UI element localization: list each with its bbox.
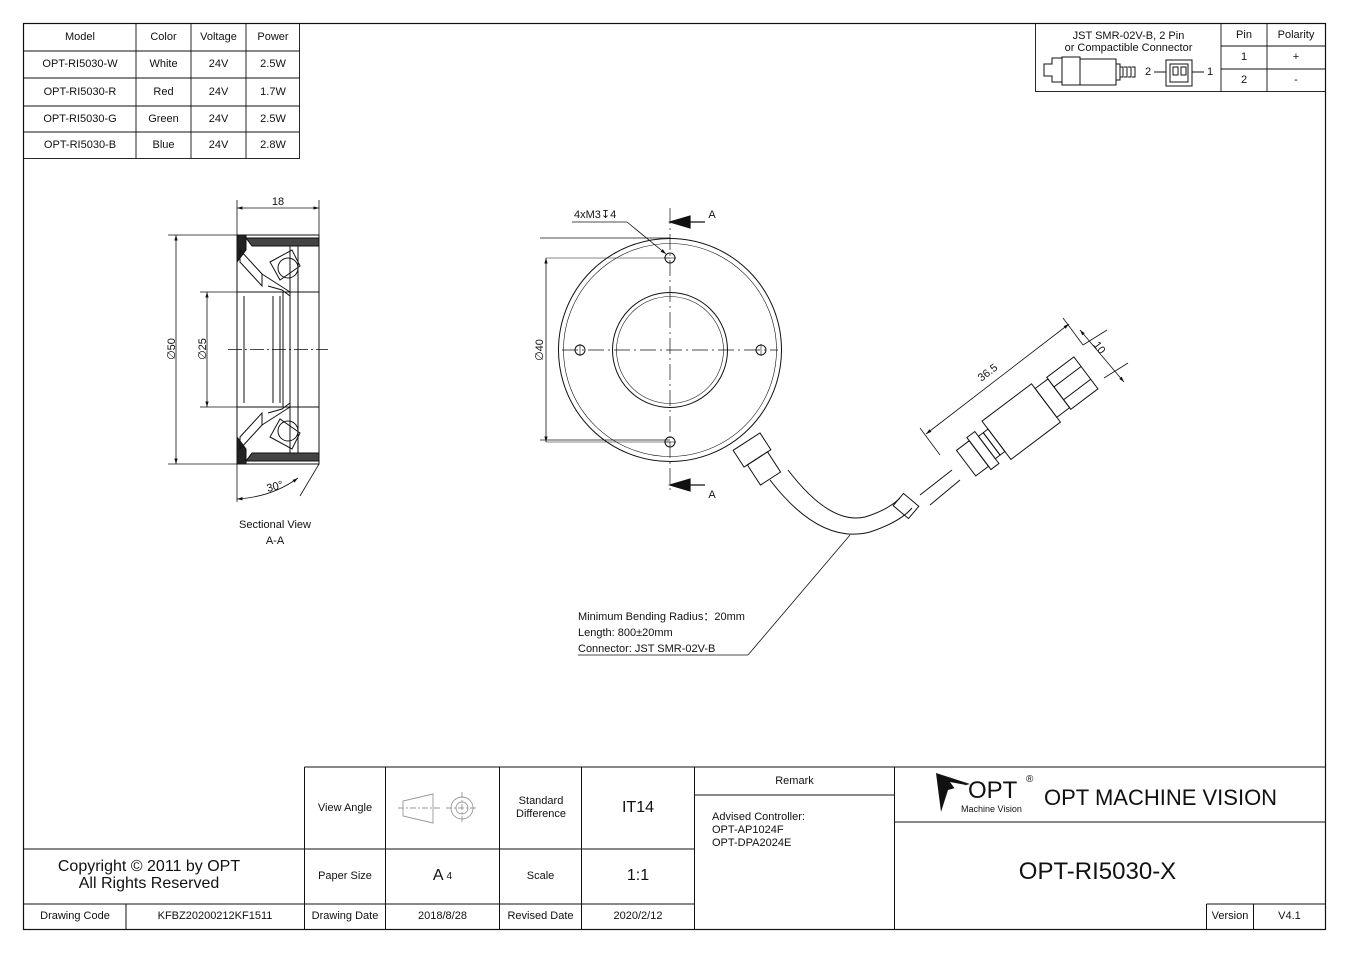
dim-inner-diameter: ∅25 — [196, 338, 209, 360]
cable-note-length: Length: 800±20mm — [578, 626, 673, 639]
spec-cell: 24V — [208, 112, 229, 125]
remark-line2: OPT-AP1024F — [712, 824, 784, 837]
paper-size-letter: A — [432, 867, 444, 885]
title-block-grid — [23, 766, 1326, 930]
revised-date-label: Revised Date — [507, 910, 574, 923]
spec-header-voltage: Voltage — [200, 31, 237, 44]
sectional-dimensions — [168, 200, 320, 502]
spec-cell: 24V — [208, 58, 229, 71]
opt-logo-icon — [936, 773, 970, 812]
drawing-date-label: Drawing Date — [311, 910, 379, 923]
spec-cell: Blue — [152, 138, 175, 151]
spec-cell: 1.7W — [260, 85, 286, 98]
logo-tagline: Machine Vision — [961, 803, 1022, 814]
spec-cell: OPT-RI5030-G — [43, 112, 117, 125]
paper-size-label: Paper Size — [318, 870, 372, 883]
drawing-code-label: Drawing Code — [40, 910, 110, 923]
remark-line1: Advised Controller: — [712, 811, 805, 824]
copyright-line2: All Rights Reserved — [78, 874, 220, 892]
dim-outer-diameter: ∅50 — [165, 338, 178, 360]
part-number: OPT-RI5030-X — [1018, 858, 1177, 886]
spec-header-color: Color — [150, 31, 177, 44]
spec-cell: Green — [148, 112, 179, 125]
projection-symbol-icon — [398, 792, 478, 824]
sheet-border — [22, 22, 1327, 931]
dim-diameter-40: ∅40 — [533, 339, 546, 361]
section-mark-bottom: A — [708, 488, 716, 501]
drawing-date-value: 2018/8/28 — [418, 910, 467, 923]
spec-cell: Red — [153, 85, 174, 98]
connector-cell: - — [1294, 73, 1298, 86]
spec-cell: 24V — [208, 138, 229, 151]
connector-cell: 1 — [1240, 51, 1248, 64]
remark-line3: OPT-DPA2024E — [712, 837, 792, 850]
connector-pin-label-1: 1 — [1206, 65, 1214, 78]
spec-cell: 2.5W — [260, 112, 286, 125]
section-caption-title: Sectional View — [239, 518, 311, 531]
logo-text: OPT — [968, 777, 1018, 805]
connector-header-polarity: Polarity — [1277, 28, 1315, 41]
connector-title-line1: JST SMR-02V-B, 2 Pin — [1072, 29, 1185, 42]
view-angle-label: View Angle — [317, 801, 373, 814]
spec-cell: OPT-RI5030-B — [43, 138, 117, 151]
revised-date-value: 2020/2/12 — [613, 910, 663, 923]
standard-difference-label: Standard Difference — [516, 795, 566, 820]
cable-note-leader — [578, 534, 851, 656]
scale-value: 1:1 — [626, 867, 650, 885]
cable-note-bending-radius: Minimum Bending Radius：20mm — [578, 610, 745, 623]
version-value: V4.1 — [1278, 910, 1301, 923]
spec-header-model: Model — [65, 31, 95, 44]
spec-cell: OPT-RI5030-R — [43, 85, 117, 98]
spec-cell: OPT-RI5030-W — [42, 58, 118, 71]
section-mark-top: A — [708, 208, 716, 221]
standard-difference-value: IT14 — [621, 798, 654, 816]
connector-cell: + — [1292, 51, 1300, 64]
paper-size-number: 4 — [446, 870, 453, 882]
spec-cell: 2.8W — [260, 138, 286, 151]
connector-dimensions — [919, 317, 1129, 456]
section-caption-label: A-A — [265, 534, 285, 547]
remark-label: Remark — [775, 774, 814, 787]
copyright-line1: Copyright © 2011 by OPT — [57, 857, 241, 875]
drawing-code-value: KFBZ20200212KF1511 — [157, 910, 273, 923]
spec-cell: 2.5W — [260, 58, 286, 71]
spec-table-grid — [23, 23, 300, 159]
company-name: OPT MACHINE VISION — [1044, 785, 1278, 811]
scale-label: Scale — [526, 870, 555, 883]
cable-note-connector: Connector: JST SMR-02V-B — [578, 642, 716, 655]
hole-callout: 4xM3↧4 — [574, 208, 617, 221]
connector-title-line2: or Compactible Connector — [1064, 41, 1193, 54]
front-view — [558, 208, 782, 492]
spec-cell: White — [149, 58, 178, 71]
connector-header-pin: Pin — [1236, 28, 1252, 41]
version-label: Version — [1211, 910, 1249, 923]
connector-cell: 2 — [1240, 73, 1248, 86]
cable-assembly — [732, 356, 1099, 535]
section-markers — [667, 215, 705, 492]
spec-header-power: Power — [257, 31, 289, 44]
front-dimensions — [540, 221, 670, 443]
connector-pin-label-2: 2 — [1144, 65, 1152, 78]
dim-width-18: 18 — [271, 195, 285, 208]
sectional-view — [228, 234, 328, 465]
spec-cell: 24V — [208, 85, 229, 98]
connector-table-grid — [1035, 23, 1326, 92]
connector-mini-drawing — [1043, 56, 1204, 87]
logo-registered: ® — [1026, 774, 1034, 786]
